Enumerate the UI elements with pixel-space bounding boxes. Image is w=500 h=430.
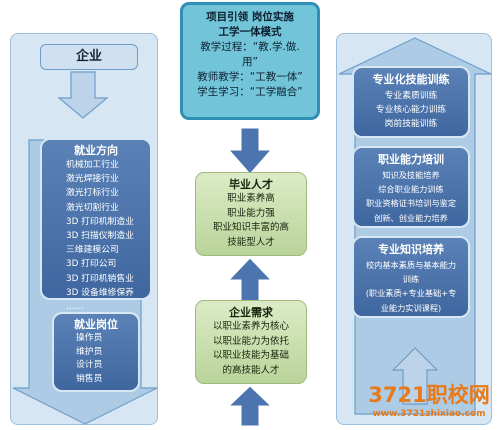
watermark-url: www.3721zhixiao.com — [372, 409, 486, 419]
ability-training-line: 职业资格证书培训与鉴定 — [365, 198, 457, 209]
skills-training-title: 专业化技能训练 — [372, 73, 450, 86]
employment-direction-box: 就业方向 机械加工行业 激光焊接行业 激光打标行业 激光切割行业 3D 打印机制… — [40, 138, 152, 312]
ability-training-line: 知识及技能培养 — [382, 170, 440, 180]
direction-item: 激光焊接行业 — [66, 174, 119, 185]
ability-training-line: 综合职业能力训练 — [378, 184, 444, 195]
knowledge-training-line: 校内基本素质与基本能力 — [365, 260, 457, 270]
direction-item: 3D 打印机销售业 — [66, 273, 134, 284]
direction-item: 3D 打印公司 — [66, 259, 117, 270]
direction-item: 激光切割行业 — [66, 202, 119, 213]
knowledge-training-line: 训练 — [402, 274, 420, 285]
direction-item: 三维建模公司 — [66, 245, 119, 256]
enterprise-demand-box: 企业需求 以职业素养为核心 以职业能力为依托 以职业技能为基础 的高技能人才 — [195, 300, 307, 384]
skills-training-line: 专业核心能力训练 — [375, 105, 447, 116]
graduate-talent-line: 职业能力强 — [227, 207, 275, 219]
enterprise-demand-line: 以职业素养为核心 — [212, 321, 289, 332]
knowledge-training-box: 专业知识培养 校内基本素质与基本能力 训练 (职业素质+专业基础+专 业能力实训… — [352, 236, 470, 318]
skills-training-line: 岗前技能训练 — [384, 119, 438, 130]
employment-positions-list: 操作员 维护员 设计员 销售员 — [54, 332, 138, 386]
watermark-brand: 3721职校网 — [368, 383, 490, 407]
enterprise-demand-line: 以职业技能为基础 — [212, 350, 289, 361]
center-up-arrow-icon-upper — [227, 257, 273, 303]
ability-training-box: 职业能力培训 知识及技能培养 综合职业能力训练 职业资格证书培训与鉴定 创新、创… — [352, 146, 470, 228]
teaching-mode-line: 教学过程：“教.学.做. — [200, 41, 300, 53]
teaching-mode-line: 教师教学：“工教一体” — [197, 71, 303, 83]
direction-item: 3D 打印机制造业 — [66, 216, 134, 227]
up-arrow-icon — [391, 347, 439, 405]
teaching-mode-line: 项目引领 岗位实施 — [206, 11, 294, 23]
knowledge-training-title: 专业知识培养 — [378, 243, 444, 256]
site-watermark: 3721职校网 www.3721zhixiao.com — [364, 382, 494, 428]
direction-item: 3D 扫描仪制造业 — [66, 231, 134, 242]
ability-training-title: 职业能力培训 — [378, 153, 444, 166]
skills-training-box: 专业化技能训练 专业素质训练 专业核心能力训练 岗前技能训练 — [352, 66, 470, 138]
enterprise-title: 企业 — [40, 44, 138, 70]
teaching-mode-box: 项目引领 岗位实施 工学一体模式 教学过程：“教.学.做. 用” 教师教学：“工… — [180, 2, 320, 120]
direction-item: 机械加工行业 — [66, 160, 119, 170]
down-arrow-icon — [57, 71, 109, 119]
employment-positions-title: 就业岗位 — [74, 318, 118, 331]
enterprise-demand-title: 企业需求 — [229, 306, 273, 319]
ability-training-line: 创新、创业能力培养 — [374, 212, 448, 223]
knowledge-training-line: 业能力实训课程) — [380, 302, 442, 313]
enterprise-demand-text: 以职业素养为核心 以职业能力为依托 以职业技能为基础 的高技能人才 — [196, 320, 306, 378]
enterprise-demand-line: 的高技能人才 — [222, 364, 280, 376]
knowledge-training-text: 校内基本素质与基本能力 训练 (职业素质+专业基础+专 业能力实训课程) — [354, 258, 468, 315]
knowledge-training-line: (职业素质+专业基础+专 — [365, 288, 457, 299]
skills-training-text: 专业素质训练 专业核心能力训练 岗前技能训练 — [354, 89, 468, 132]
graduate-talent-box: 毕业人才 职业素养高 职业能力强 职业知识丰富的高 技能型人才 — [195, 172, 307, 256]
employment-positions-box: 就业岗位 操作员 维护员 设计员 销售员 — [52, 312, 140, 392]
direction-item: 3D 设备维修保养 — [66, 287, 134, 298]
graduate-talent-text: 职业素养高 职业能力强 职业知识丰富的高 技能型人才 — [196, 192, 306, 250]
employment-direction-list: 机械加工行业 激光焊接行业 激光打标行业 激光切割行业 3D 打印机制造业 3D… — [42, 158, 150, 314]
graduate-talent-title: 毕业人才 — [229, 178, 273, 191]
position-item: 维护员 — [76, 346, 103, 357]
enterprise-demand-line: 以职业能力为依托 — [212, 335, 289, 347]
teaching-mode-text: 项目引领 岗位实施 工学一体模式 教学过程：“教.学.做. 用” 教师教学：“工… — [183, 5, 317, 100]
direction-item: 激光打标行业 — [66, 188, 119, 199]
ability-training-text: 知识及技能培养 综合职业能力训练 职业资格证书培训与鉴定 创新、创业能力培养 — [354, 168, 468, 225]
center-down-arrow-icon — [227, 127, 273, 175]
employment-direction-title: 就业方向 — [74, 144, 118, 157]
position-item: 操作员 — [76, 333, 103, 343]
direction-item: …… — [66, 302, 84, 313]
position-item: 设计员 — [76, 360, 103, 370]
teaching-mode-line: 用” — [242, 56, 258, 68]
center-up-arrow-icon-lower — [227, 385, 273, 427]
skills-training-line: 专业素质训练 — [384, 91, 438, 101]
graduate-talent-line: 职业素养高 — [227, 193, 275, 204]
graduate-talent-line: 技能型人才 — [227, 236, 275, 248]
teaching-mode-line: 学生学习：“工学融合” — [197, 86, 303, 98]
position-item: 销售员 — [76, 373, 103, 384]
teaching-mode-line: 工学一体模式 — [218, 26, 282, 38]
graduate-talent-line: 职业知识丰富的高 — [212, 222, 289, 233]
